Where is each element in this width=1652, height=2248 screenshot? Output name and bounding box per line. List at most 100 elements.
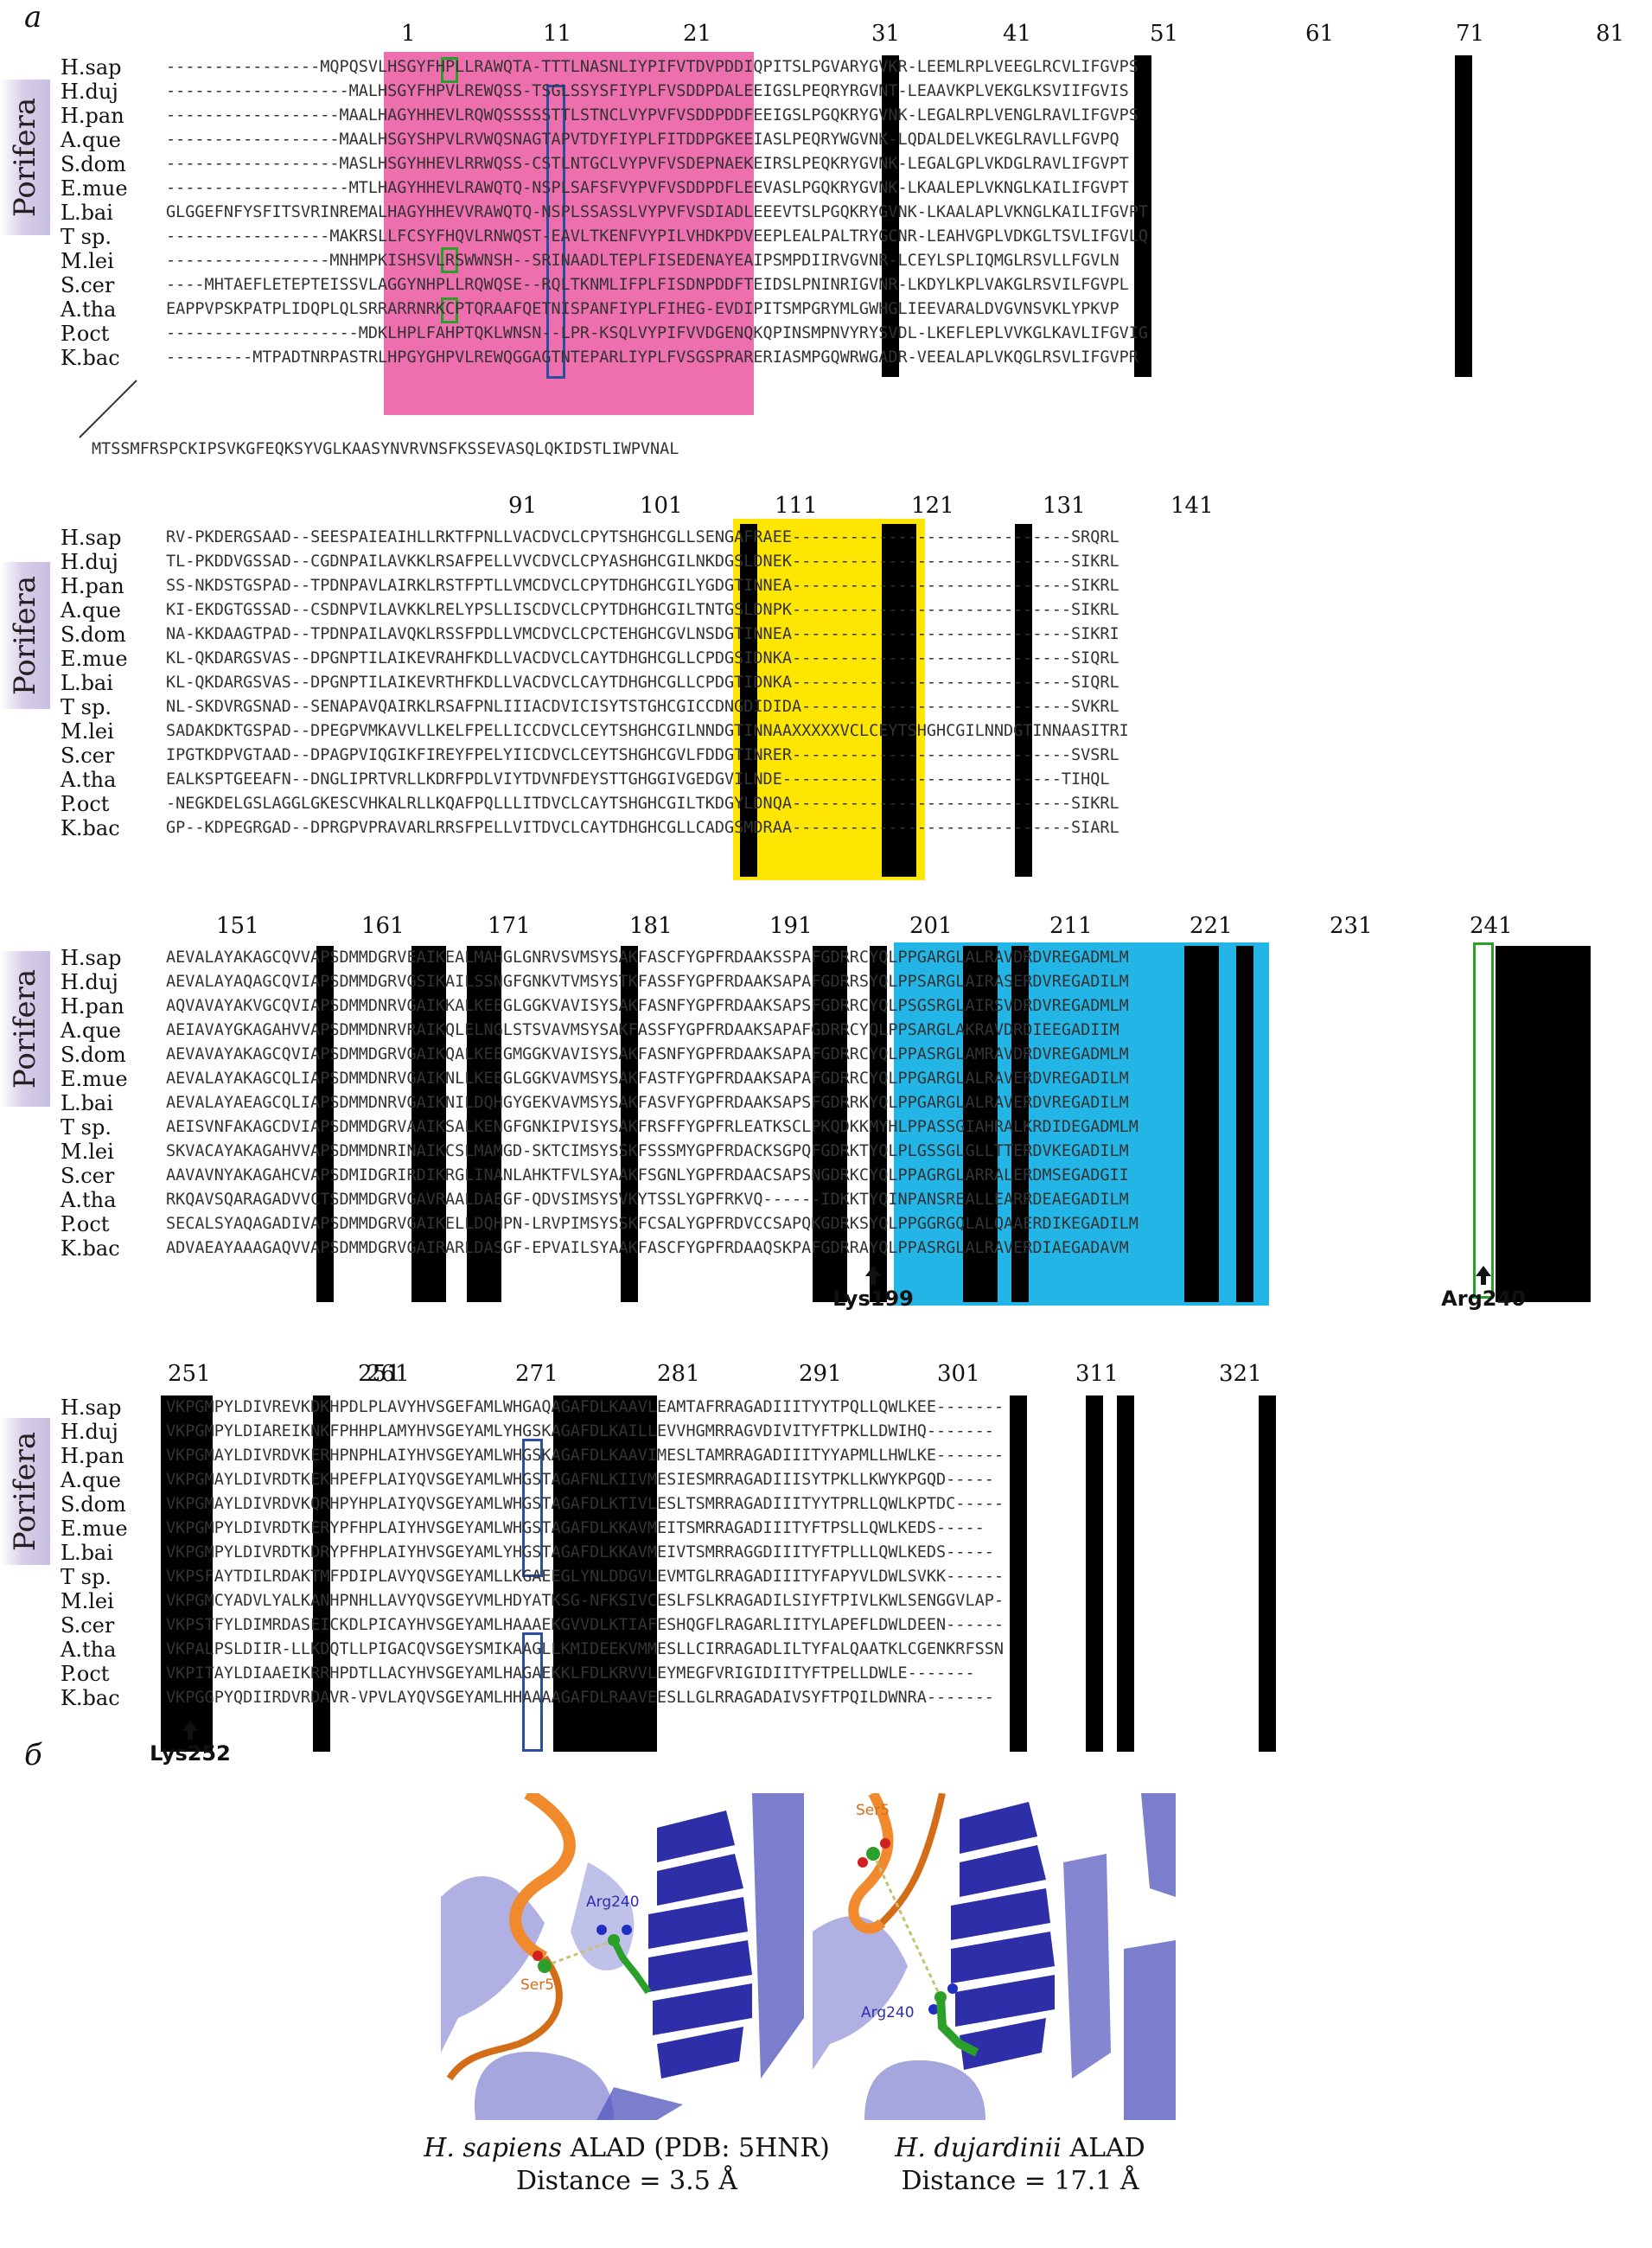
position-number: 171 [488,913,531,939]
structure-label: Arg240 [586,1894,640,1911]
conserved-column [1011,946,1029,1302]
species-name: A.tha [61,1638,117,1662]
up-arrow-icon [865,1266,881,1276]
position-number: 231 [1330,913,1373,939]
structure-image-dujardinii: Ser5 Arg240 [813,1793,1176,2120]
sequence-row: ----MHTAEFLETEPTEISSVLAGGYNHPLLRQWQSE--R… [166,276,1129,294]
sequence-row: AEVALAYAEAGCQLIAPSDMMDNRVGAIKNILDQHGYGEK… [166,1094,1129,1112]
sequence-row: --------------------MDKLHPLFAHPTQKLWNSN-… [166,324,1149,342]
lys199-marker: Lys199 [813,1266,934,1311]
extension-sequence: MTSSMFRSPCKIPSVKGFEQKSYVGLKAASYNVRVNSFKS… [92,437,679,462]
conserved-column [813,946,847,1302]
position-number: 261 [367,1361,410,1387]
position-number: 41 [1003,21,1032,47]
position-number: 311 [1075,1361,1119,1387]
species-name: K.bac [61,346,120,370]
sequence-row: VKPALPSLDIIR-LLKDQTLLPIGACQVSGEYSMIKAAGL… [166,1640,1005,1658]
species-name: S.cer [61,1613,115,1638]
position-number: 61 [1305,21,1335,47]
species-name: T sp. [61,1565,112,1589]
position-number: 271 [515,1361,558,1387]
conserved-column [963,946,998,1302]
sequence-row: -----------------MAKRSLLFCSYFHQVLRNWQST-… [166,227,1149,246]
species-name: P.oct [61,1212,110,1236]
blue-box [522,1632,543,1752]
species-name: S.dom [61,152,126,176]
highlight-n-terminal-region [384,52,754,415]
position-number: 121 [911,493,954,519]
lys252-marker: Lys252 [130,1721,251,1766]
species-name: S.dom [61,1492,126,1517]
caption-species: H. sapiens [424,2133,562,2163]
sequence-rows: AEVALAYAKAGCQVVAPSDMMDGRVEAIKEALMAHGLGNR… [166,946,1139,1261]
position-number: 91 [508,493,538,519]
position-number: 241 [1470,913,1513,939]
caption-human: H. sapiens ALAD (PDB: 5HNR) Distance = 3… [372,2132,882,2198]
species-name: S.dom [61,623,126,647]
structure-label: Ser5 [856,1802,890,1819]
sequence-row: EALKSPTGEEAFN--DNGLIPRTVRLLKDRFPDLVIYTDV… [166,770,1110,789]
caption-text: ALAD (PDB: 5HNR) [561,2133,830,2163]
species-name: H.duj [61,1420,118,1444]
conserved-column [467,946,501,1302]
sequence-row: VKPGMAYLDIVRDVKQRHPYHPLAIYQVSGEYAMLWHGST… [166,1495,1005,1513]
position-number: 151 [216,913,259,939]
sequence-row: VKPGMAYLDIVRDTKEKHPEFPLAIYQVSGEYAMLWHGST… [166,1471,994,1489]
sequence-row: VKPSTFYLDIMRDASEICKDLPICAYHVSGEYAMLHAAAE… [166,1616,1005,1634]
marker-label: Lys252 [150,1741,231,1766]
arg240-marker: Arg240 [1423,1266,1544,1311]
distance-value: Distance = 3.5 Å [516,2166,737,2196]
caption-species: H. dujardinii [895,2133,1062,2163]
species-name: A.que [61,1468,121,1492]
species-name: P.oct [61,1662,110,1686]
sequence-row: AEIAVAYGKAGAHVVAPSDMMDNRVRAIKQLELNGLSTSV… [166,1021,1119,1039]
position-number: 71 [1456,21,1485,47]
position-number: 181 [629,913,673,939]
conserved-column [1086,1395,1103,1752]
sequence-row: ADVAEAYAAAGAQVVAPSDMMDGRVGAIRARLDASGF-EP… [166,1239,1129,1257]
porifera-label: Porifera [8,1431,42,1552]
species-name: T sp. [61,225,112,249]
porifera-band: Porifera [0,80,50,235]
species-name: A.tha [61,297,117,322]
sequence-row: GLGGEFNFYSFITSVRINREMALHAGYHHEVVRAWQTQ-N… [166,203,1149,221]
green-box [441,247,458,273]
species-name: H.pan [61,994,124,1019]
position-number: 31 [871,21,901,47]
conserved-column [740,524,757,877]
position-number: 251 [358,1361,401,1387]
position-number: 201 [909,913,953,939]
conserved-column [553,1395,640,1752]
position-number: 11 [543,21,572,47]
position-number: 51 [1150,21,1179,47]
position-number: 131 [1043,493,1086,519]
species-name: A.tha [61,1188,117,1212]
blue-box [546,85,565,379]
sequence-row: ---------MTPADTNRPASTRLHPGYGHPVLREWQGGAG… [166,348,1139,367]
species-names: H.sap H.duj H.pan A.que S.dom E.mue L.ba… [61,946,128,1261]
species-name: M.lei [61,249,114,273]
species-name: S.cer [61,273,115,297]
species-name: H.pan [61,574,124,598]
species-name: T sp. [61,695,112,719]
sequence-rows: RV-PKDERGSAAD--SEESPAIEAIHLLRKTFPNLLVACD… [166,526,1129,840]
sequence-rows: ----------------MQPQSVLHSGYFHPLLRAWQTA-T… [166,55,1148,370]
species-name: H.duj [61,550,118,574]
conserved-column [1010,1395,1027,1752]
caption-text: ALAD [1061,2133,1145,2163]
species-name: E.mue [61,1067,128,1091]
porifera-label: Porifera [8,968,42,1089]
position-number: 321 [1219,1361,1262,1387]
sequence-row: VKPSFAYTDILRDAKTMFPDIPLAVYQVSGEYAMLLKGAE… [166,1568,1005,1586]
sequence-row: KL-QKDARGSVAS--DPGNPTILAIKEVRAHFKDLLVACD… [166,649,1119,667]
species-name: K.bac [61,1236,120,1261]
up-arrow-icon [182,1721,198,1731]
species-name: S.cer [61,1164,115,1188]
structure-label: Ser5 [520,1977,555,1994]
species-name: M.lei [61,1589,114,1613]
position-number: 111 [775,493,818,519]
species-name: S.dom [61,1043,126,1067]
species-name: K.bac [61,816,120,840]
sequence-row: TL-PKDDVGSSAD--CGDNPAILAVKKLRSAFPELLVVCD… [166,552,1119,571]
conserved-column [316,946,334,1302]
